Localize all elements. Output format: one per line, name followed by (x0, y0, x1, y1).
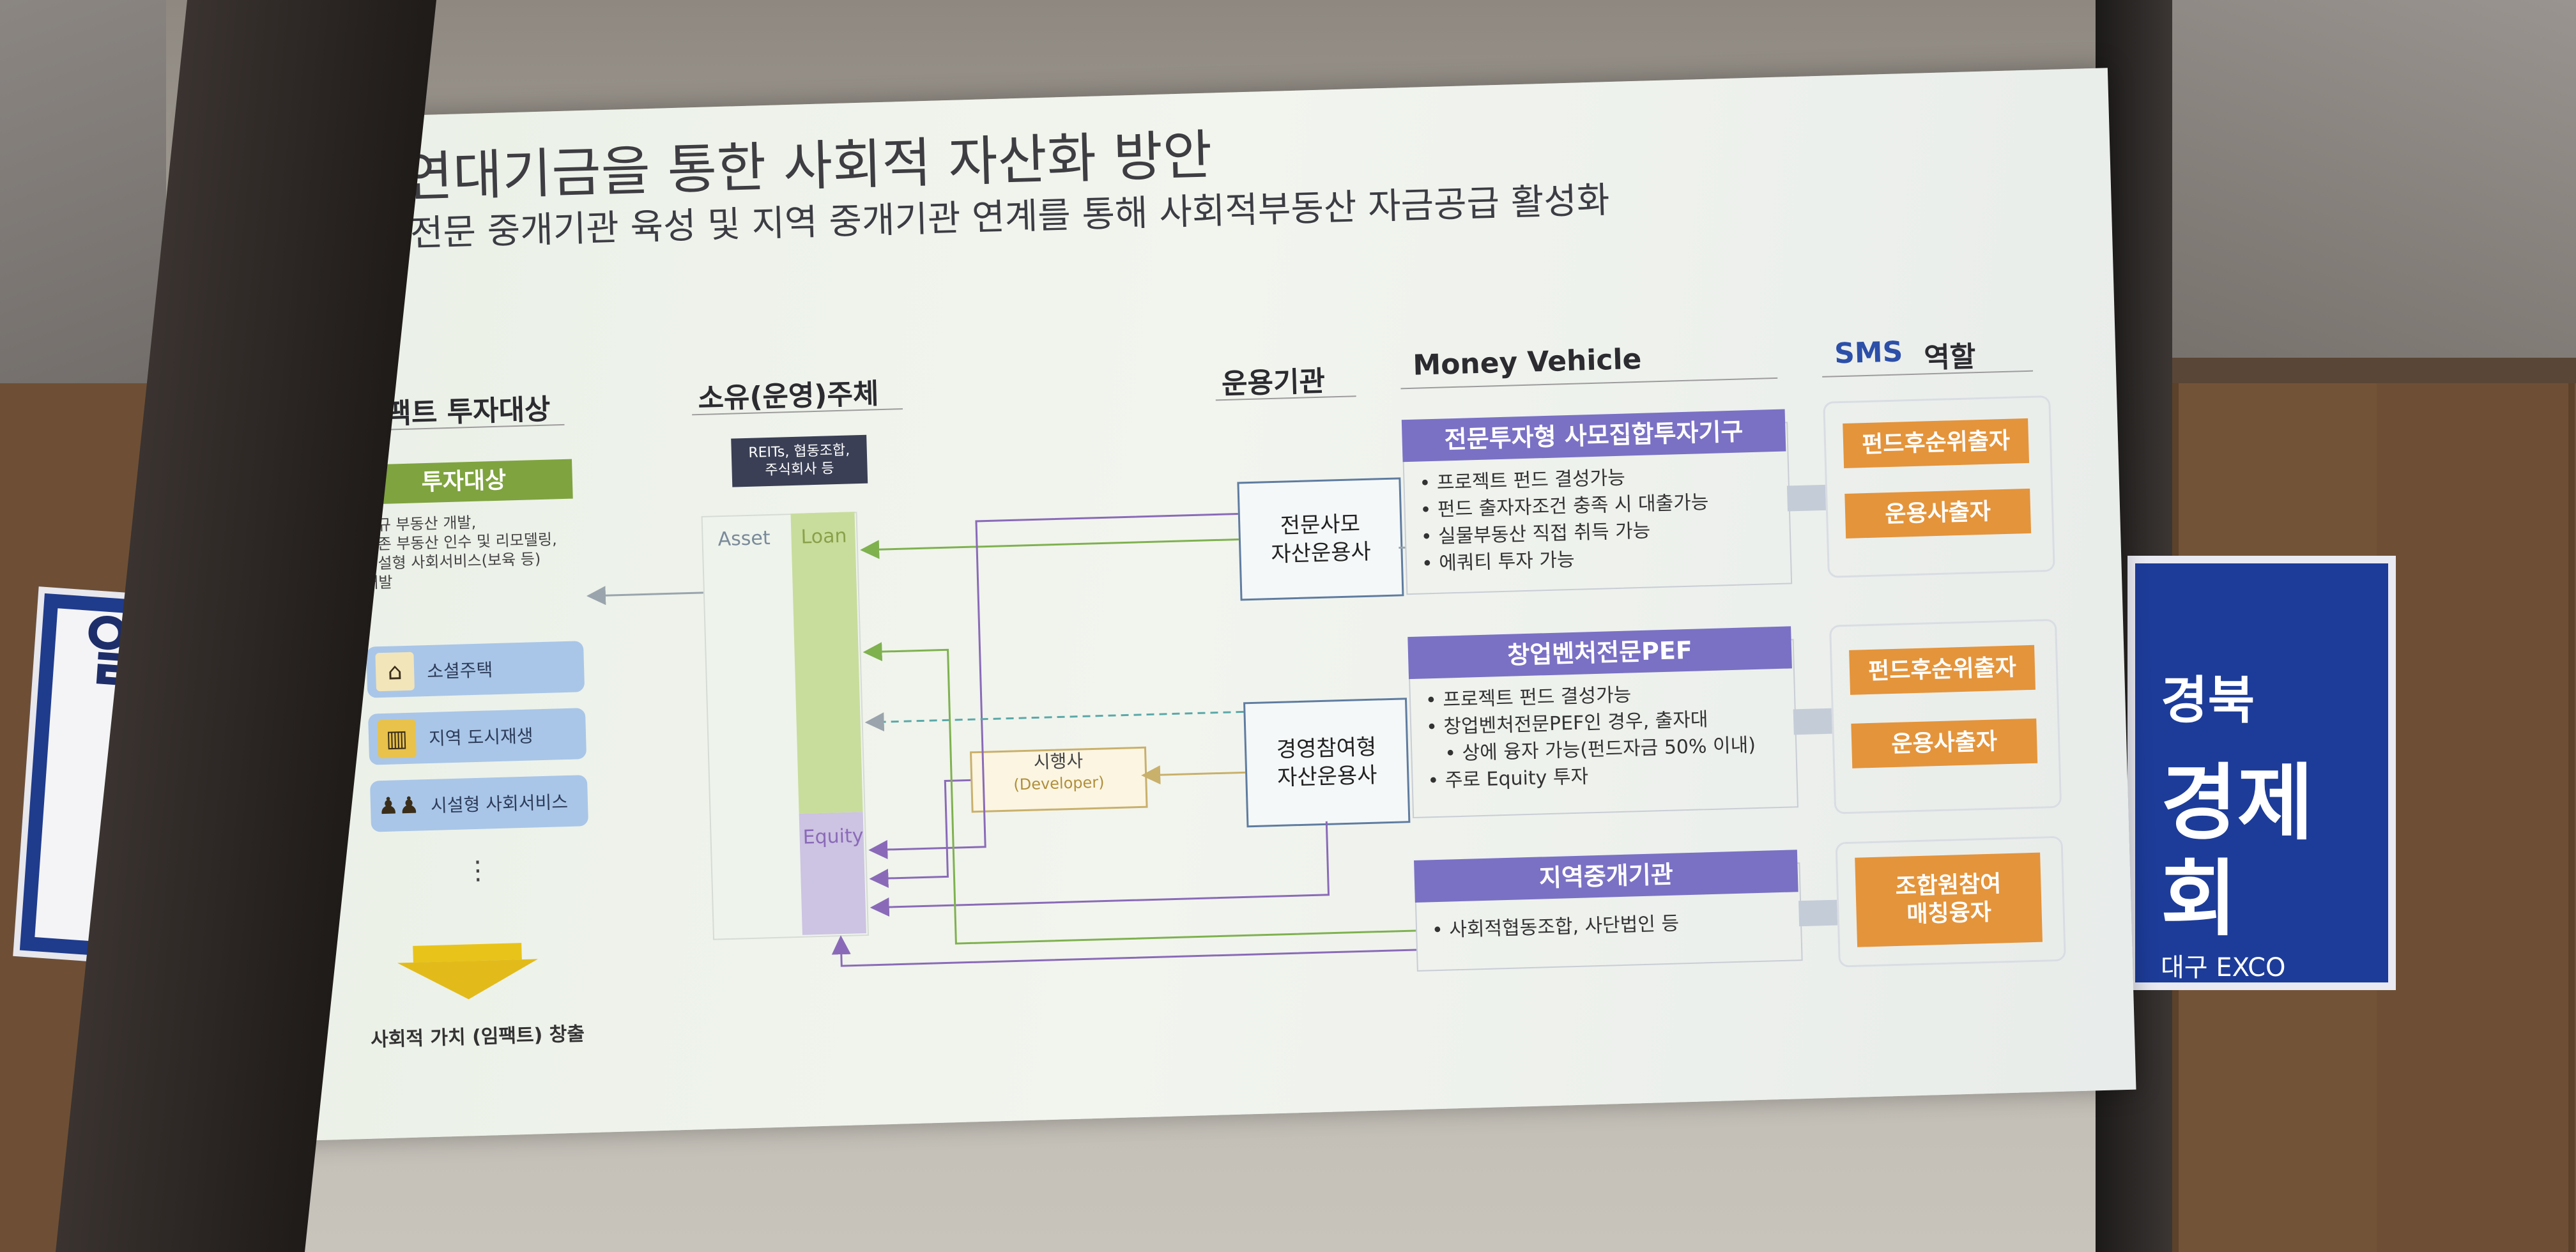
arrow-regional-loan (862, 642, 1416, 945)
arrow-regional-equity (831, 935, 1417, 967)
banner-right-line2: 경제 (2161, 754, 2314, 851)
banner-right: 경북 경제 회 대구 EXCO (2128, 556, 2396, 990)
arrow-developer-equity (869, 779, 971, 889)
arrow-private-equity (868, 513, 1238, 860)
arrow-private-loan (860, 538, 1239, 560)
wall-right (2129, 0, 2576, 358)
slide: 사회가치연대기금을 통한 사회적 자산화 방안 사회적부동산 전문 중개기관 육… (192, 68, 2136, 1143)
banner-right-line1: 경북 (2161, 671, 2255, 730)
banner-right-line3: 회 (2161, 850, 2237, 947)
flow-lines (586, 513, 1417, 967)
arrow-owner-to-impact (586, 586, 703, 606)
arrow-pef-developer (1141, 765, 1246, 785)
banner-right-line4: 대구 EXCO (2161, 953, 2286, 982)
arrow-pef-dashed (864, 710, 1244, 732)
arrow-pef-equity (870, 821, 1330, 917)
